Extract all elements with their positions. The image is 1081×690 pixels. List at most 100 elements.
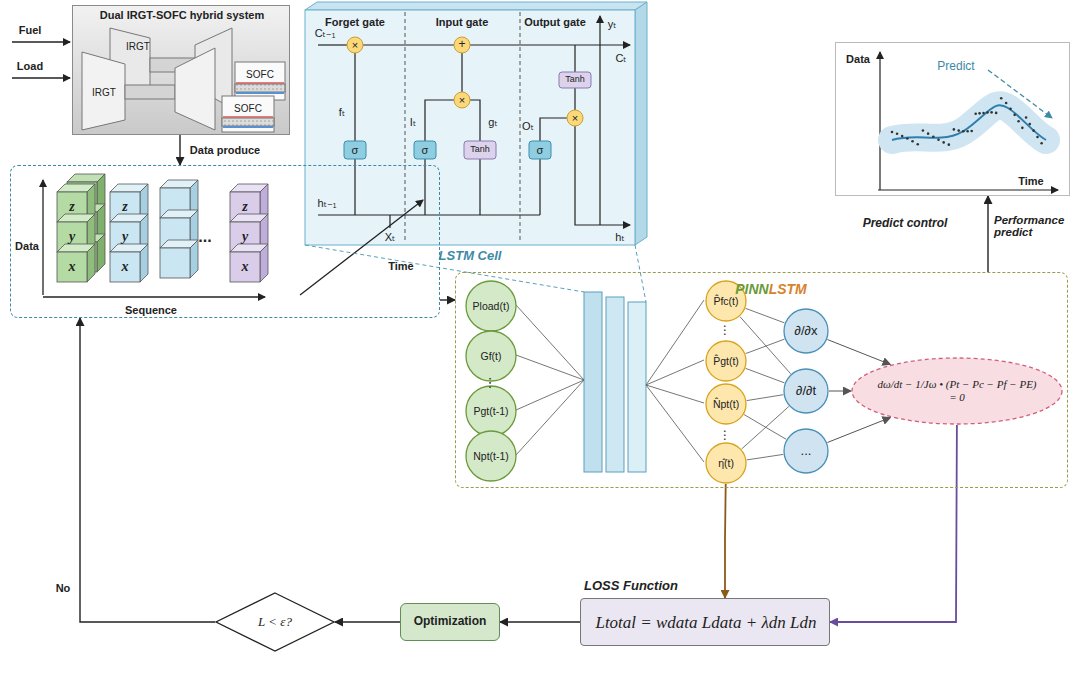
process-box: Optimization bbox=[400, 603, 500, 641]
connector bbox=[744, 415, 786, 440]
node-text: η̂(t) bbox=[718, 457, 734, 469]
cube-letter: z bbox=[69, 199, 74, 214]
gate-symbol: hₜ₋₁ bbox=[318, 197, 337, 209]
prediction-chart: DataPredictTime bbox=[835, 42, 1070, 196]
part-name: IRGT bbox=[126, 41, 150, 52]
connector bbox=[829, 391, 851, 392]
node-text: P̂gt(t) bbox=[713, 355, 739, 367]
connector bbox=[827, 418, 890, 443]
gate-symbol: gₜ bbox=[488, 116, 497, 128]
node-text: Dual IRGT-SOFC hybrid system bbox=[100, 9, 264, 22]
connector bbox=[987, 196, 988, 272]
input-node: Pload(t) bbox=[465, 280, 517, 332]
gate-symbol: Cₜ bbox=[615, 52, 626, 64]
cube-letter: y bbox=[69, 229, 75, 244]
cube-letter: z bbox=[122, 199, 127, 214]
ellipsis-mark: ⋮ bbox=[484, 376, 497, 390]
pinn-lstm-panel: PINNLSTMPload(t)Gf(t)Pgt(t-1)Npt(t-1)P̂f… bbox=[455, 272, 1068, 488]
input-node: Npt(t-1) bbox=[465, 430, 517, 482]
ellipsis-mark: ⋮ bbox=[719, 429, 731, 442]
node-text: Data bbox=[846, 53, 870, 66]
gate-symbol: Tanh bbox=[565, 75, 585, 85]
gate-symbol: Oₜ bbox=[522, 120, 534, 132]
node-text: ∂/∂t bbox=[796, 384, 816, 399]
node-text: Ltotal = wdata Ldata + λdn Ldn bbox=[595, 613, 816, 633]
connector bbox=[335, 621, 400, 622]
ellipsis-mark: ⋮ bbox=[719, 324, 731, 337]
gate-symbol: σ bbox=[537, 144, 544, 156]
node-text: LSTM bbox=[769, 281, 807, 297]
node-text: Predict bbox=[937, 60, 974, 74]
node-text: LSTM Cell bbox=[439, 249, 502, 264]
part-name: SOFC bbox=[234, 103, 262, 114]
part-name: IRGT bbox=[92, 87, 116, 98]
output-node: P̂gt(t) bbox=[705, 340, 747, 382]
cube-letter: y bbox=[242, 229, 248, 244]
part-name: Fuel bbox=[19, 24, 42, 36]
node-text: N̂pt(t) bbox=[713, 398, 739, 410]
connector bbox=[724, 484, 727, 598]
connector bbox=[746, 308, 785, 323]
connector bbox=[179, 135, 180, 165]
gate-symbol: σ bbox=[422, 144, 429, 156]
node-text: Optimization bbox=[414, 615, 487, 629]
gate-symbol: + bbox=[458, 38, 465, 51]
gate-symbol: Cₜ₋₁ bbox=[315, 27, 336, 39]
node-text: ∂/∂x bbox=[795, 324, 818, 339]
decision-diamond: L < ε? bbox=[215, 592, 335, 652]
derivative-node: ... bbox=[783, 428, 829, 474]
node-text: Gf(t) bbox=[481, 350, 502, 362]
output-node: η̂(t) bbox=[705, 442, 747, 484]
node-text: LOSS Function bbox=[584, 579, 678, 594]
node-text: Pgt(t-1) bbox=[473, 405, 508, 417]
gate-symbol: hₜ bbox=[615, 231, 624, 243]
node-text: Forget gate bbox=[325, 16, 385, 29]
connector bbox=[747, 454, 784, 460]
gate-symbol: Iₜ bbox=[410, 116, 416, 128]
gate-symbol: × bbox=[352, 39, 358, 51]
connector bbox=[746, 339, 785, 354]
gate-symbol: fₜ bbox=[339, 106, 345, 118]
part-name: Load bbox=[17, 60, 43, 72]
cube-letter: ... bbox=[198, 228, 211, 246]
cube-letter: x bbox=[242, 259, 249, 274]
gate-symbol: Xₜ bbox=[385, 231, 396, 243]
cube-letter: x bbox=[122, 259, 129, 274]
title-row: PINNLSTM bbox=[735, 281, 807, 297]
connector bbox=[747, 395, 784, 401]
loss-function-box: LOSS FunctionLtotal = wdata Ldata + λdn … bbox=[580, 598, 830, 646]
gate-symbol: σ bbox=[352, 144, 359, 156]
node-text: PINN bbox=[735, 281, 768, 297]
connector bbox=[827, 340, 890, 365]
node-text: Time bbox=[1018, 175, 1043, 188]
input-node: Pgt(t-1) bbox=[465, 385, 517, 437]
connector bbox=[80, 318, 215, 622]
edge-label: Performance predict bbox=[992, 214, 1076, 238]
node-text: Input gate bbox=[436, 16, 489, 29]
node-text: Npt(t-1) bbox=[473, 450, 509, 462]
node-text: Sequence bbox=[125, 304, 177, 317]
cube-letter: x bbox=[69, 259, 76, 274]
gate-symbol: × bbox=[572, 112, 578, 124]
connector bbox=[746, 368, 785, 383]
derivative-node: ∂/∂x bbox=[783, 308, 829, 354]
part-name: SOFC bbox=[246, 69, 274, 80]
gate-symbol: yₜ bbox=[608, 18, 617, 30]
edge-label: Data produce bbox=[188, 144, 262, 156]
node-text: dω/dt − 1/Jω • (Pt − Pc − Pf − PE) = 0 bbox=[877, 378, 1037, 403]
connector bbox=[500, 621, 580, 622]
connector bbox=[740, 317, 791, 374]
gate-symbol: Tanh bbox=[470, 145, 490, 155]
node-text: ... bbox=[801, 444, 812, 459]
node-text: Pload(t) bbox=[473, 300, 510, 312]
annotation: Predict control bbox=[863, 217, 948, 230]
connector bbox=[440, 299, 455, 300]
physics-equation: dω/dt − 1/Jω • (Pt − Pc − Pf − PE) = 0 bbox=[851, 357, 1063, 425]
output-node: N̂pt(t) bbox=[705, 383, 747, 425]
cube-letter: y bbox=[122, 229, 128, 244]
derivative-node: ∂/∂t bbox=[783, 368, 829, 414]
gate-symbol: × bbox=[459, 94, 465, 106]
